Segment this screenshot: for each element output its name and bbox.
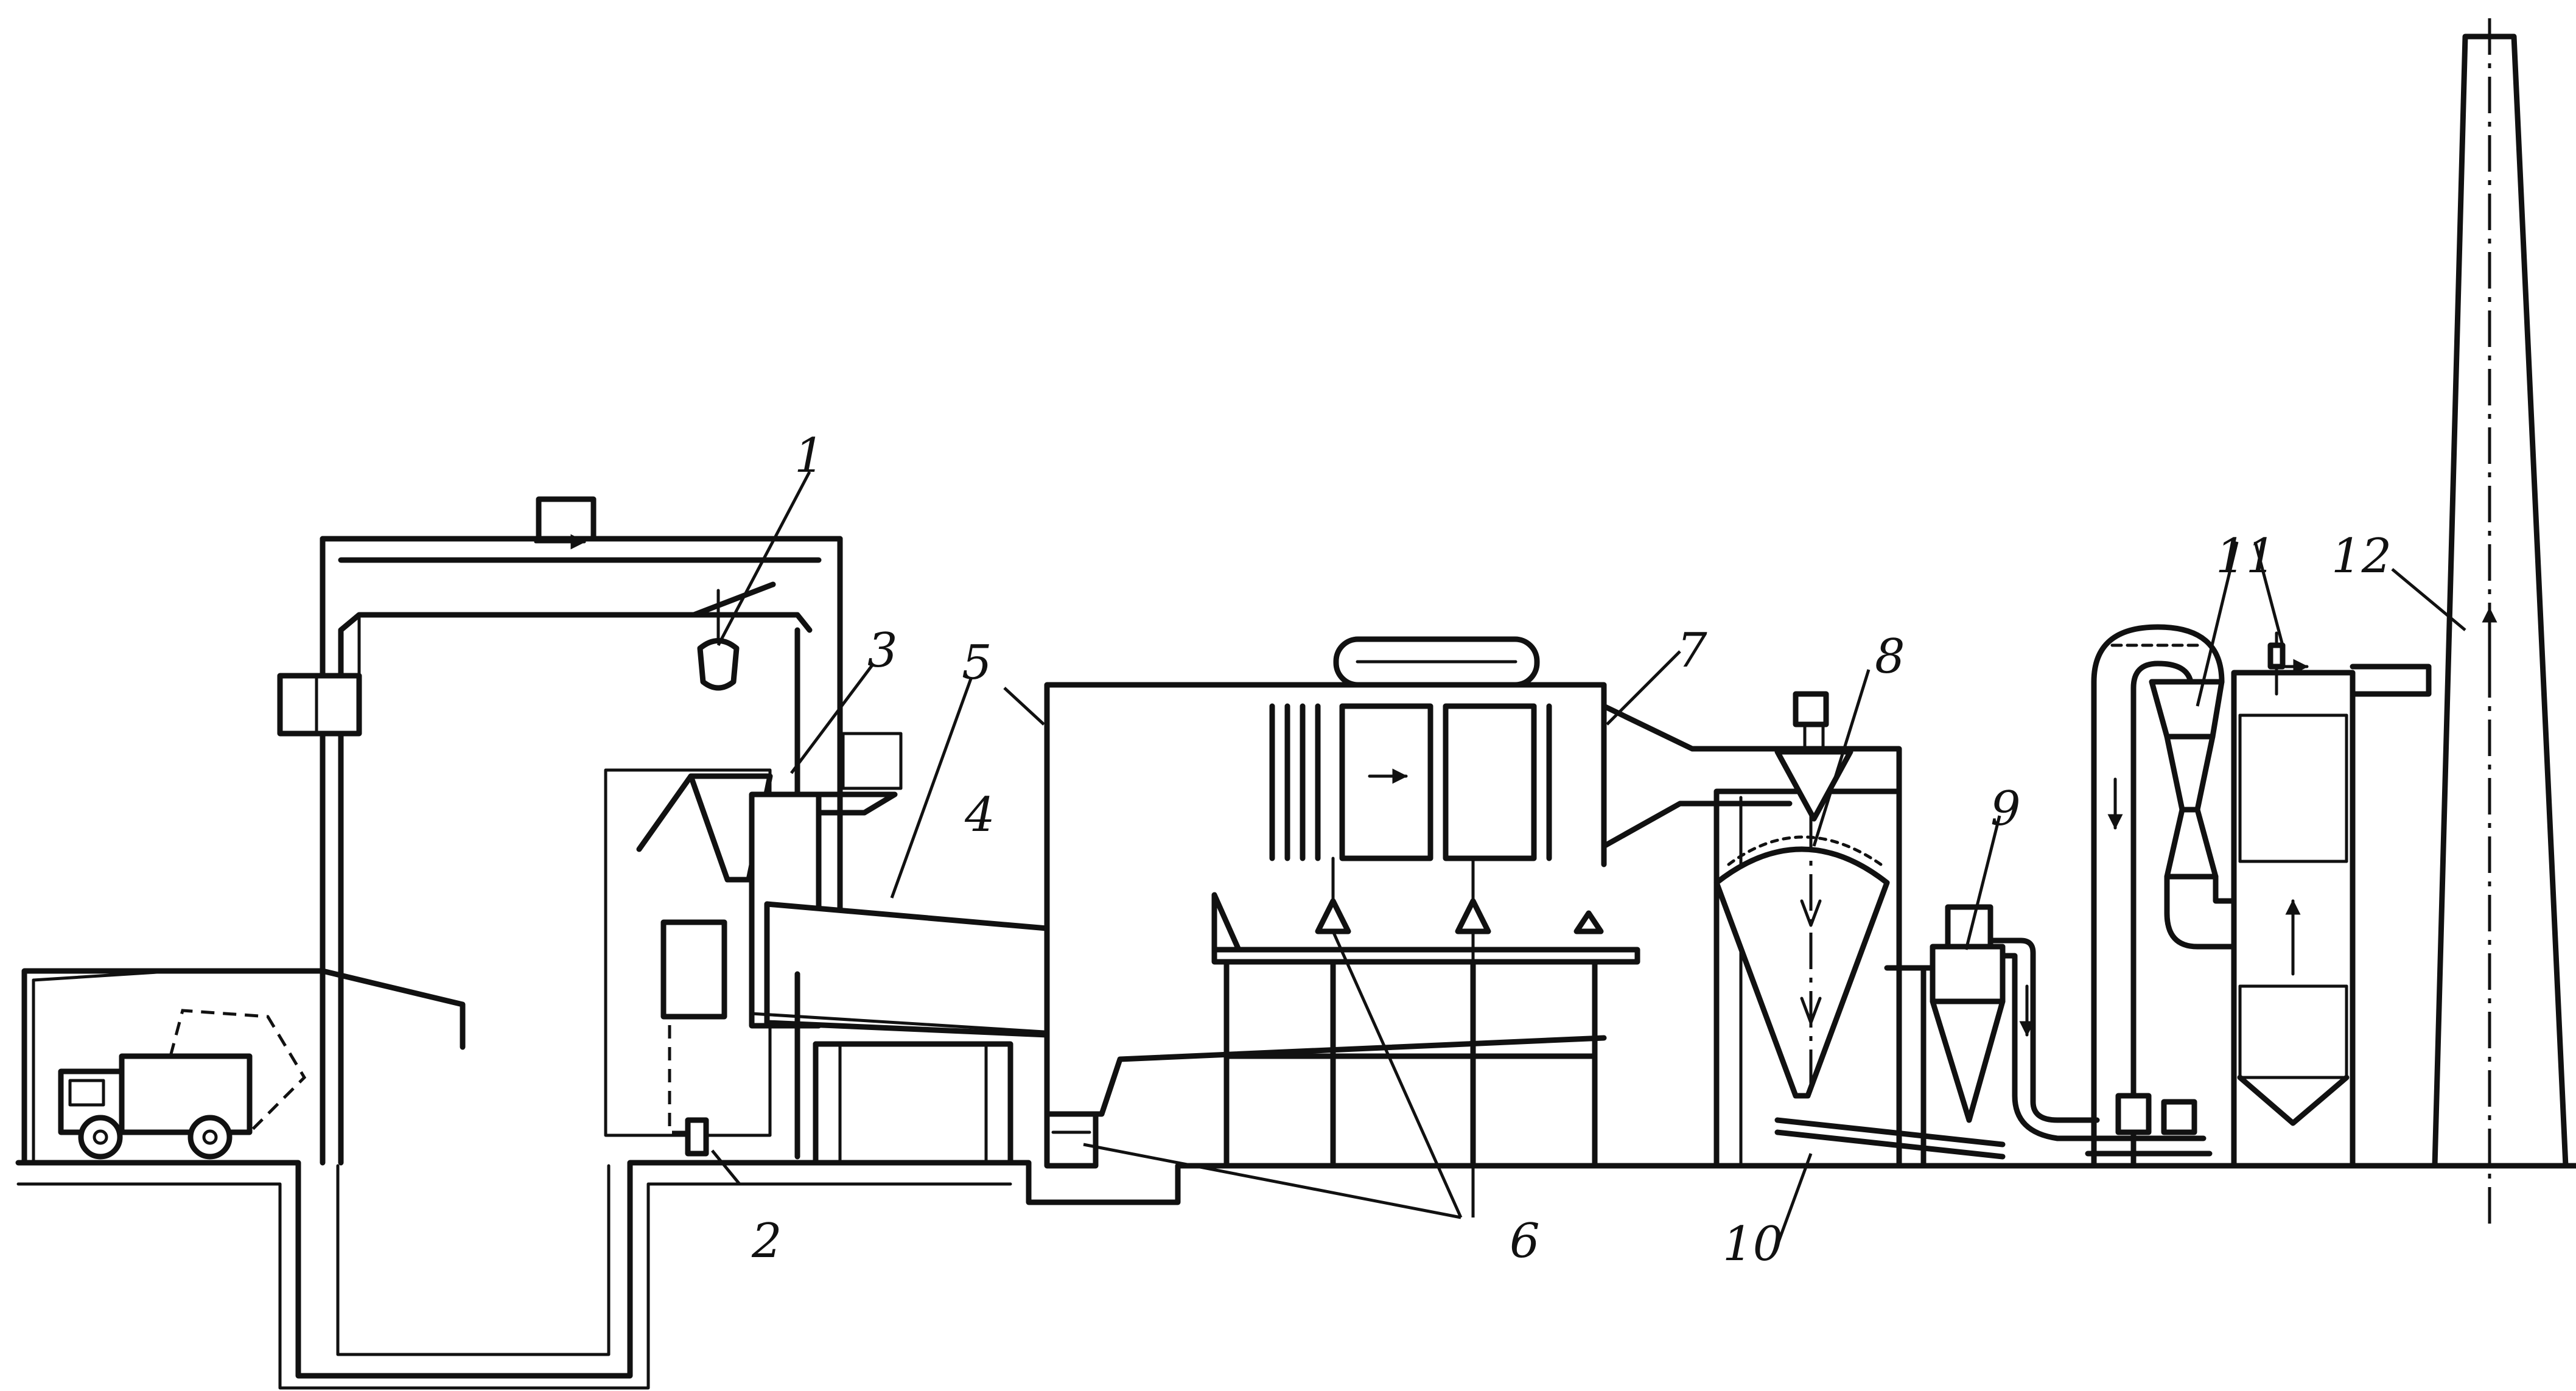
- label-7: 7: [1677, 623, 1707, 678]
- label-6: 6: [1510, 1214, 1540, 1269]
- label-9: 9: [1990, 782, 2021, 836]
- boiler-chamber: [1044, 636, 1607, 1169]
- scrubber-column: [2085, 624, 2243, 1166]
- callouts: [711, 471, 2466, 1246]
- label-5: 5: [962, 636, 992, 690]
- label-3: 3: [867, 623, 898, 678]
- absorber-column: [2231, 631, 2432, 1169]
- garbage-truck: [58, 1009, 307, 1160]
- chimney: [2432, 18, 2569, 1224]
- label-4: 4: [964, 788, 995, 843]
- ground-line: [15, 1160, 2576, 1390]
- label-10: 10: [1723, 1217, 1783, 1272]
- label-11: 11: [2216, 529, 2276, 584]
- roof-duct: [320, 496, 843, 587]
- support-frame: [1211, 857, 1640, 1166]
- cyclone: [1884, 904, 2100, 1166]
- crane-grab: [691, 581, 776, 691]
- label-12: 12: [2331, 529, 2392, 584]
- rotary-kiln: [750, 901, 1050, 1163]
- label-2: 2: [751, 1214, 782, 1269]
- label-8: 8: [1875, 629, 1905, 684]
- duct-to-separator: [1601, 703, 1902, 849]
- label-1: 1: [794, 429, 825, 483]
